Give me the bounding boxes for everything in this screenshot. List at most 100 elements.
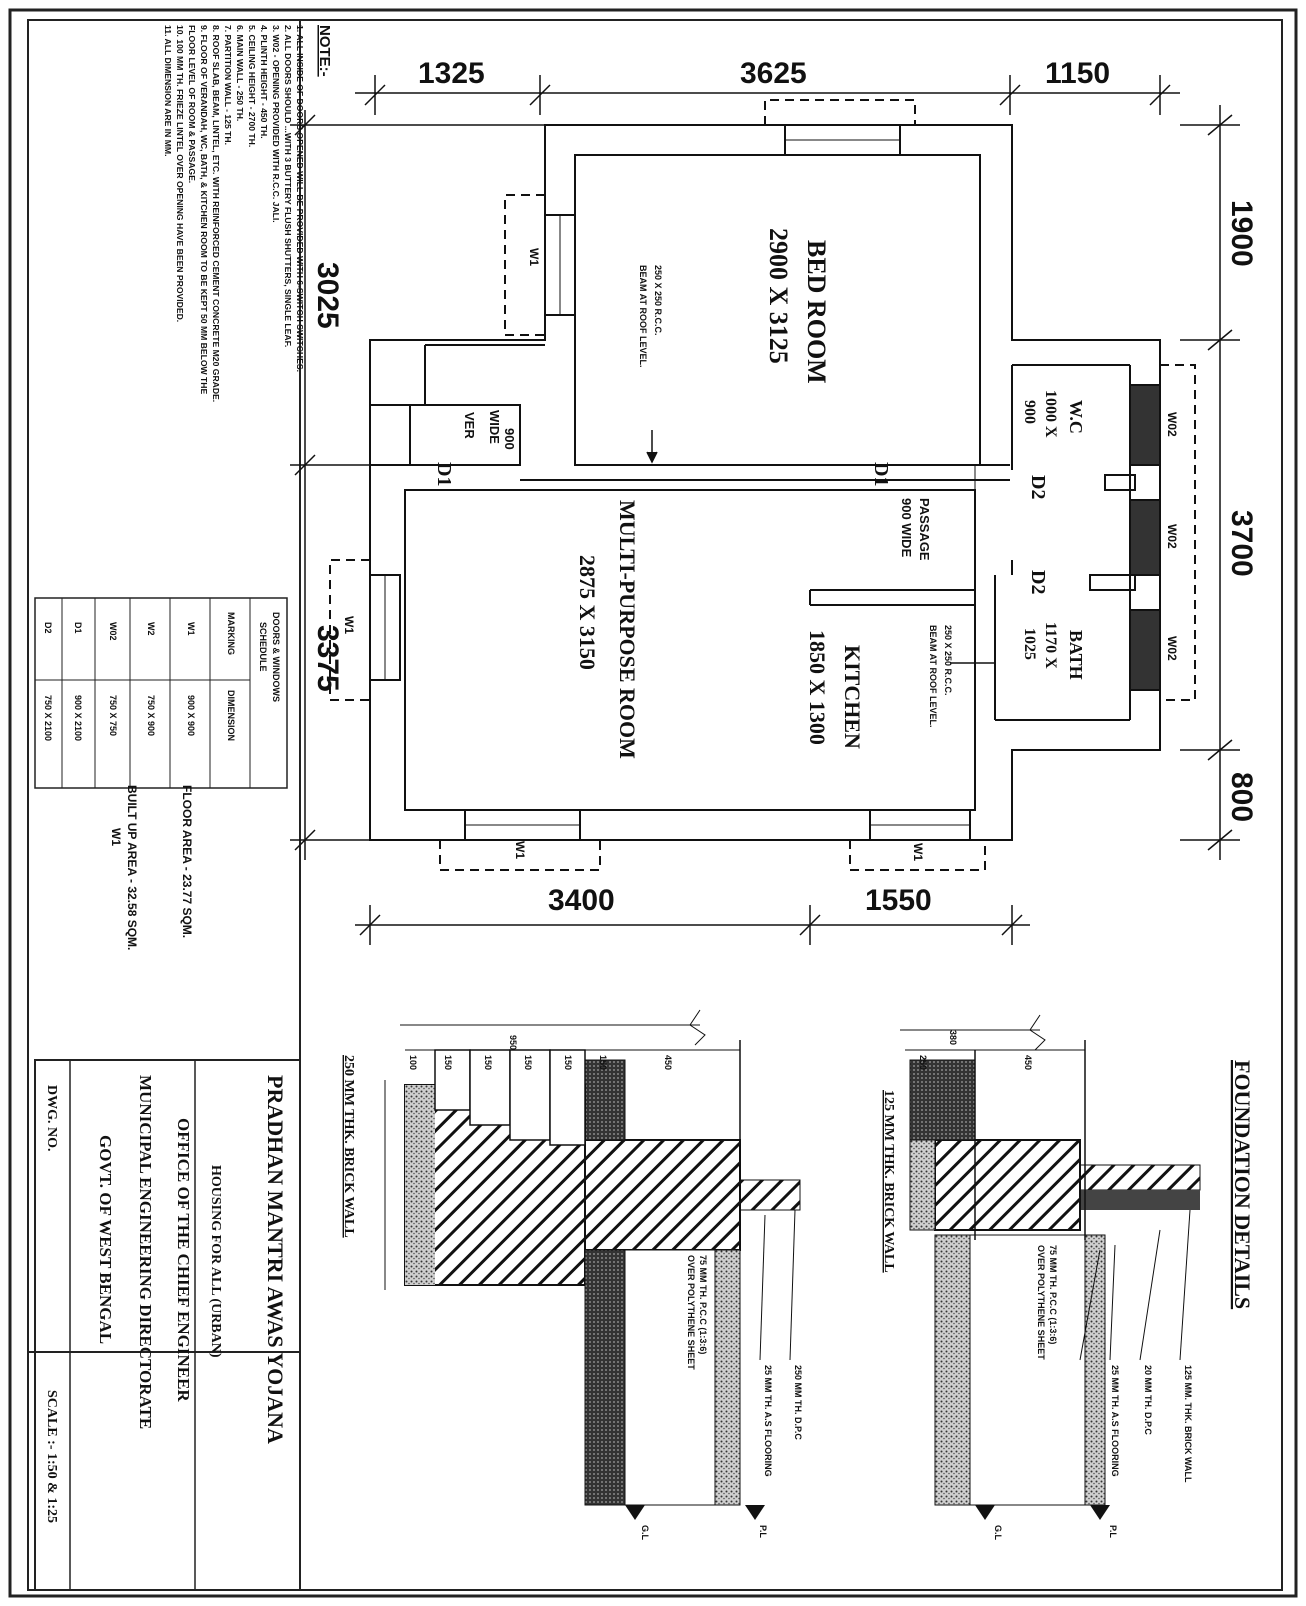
beam-arrows bbox=[646, 430, 995, 664]
title-block: PRADHAN MANTRI AWAS YOJANA HOUSING FOR A… bbox=[34, 1059, 301, 1591]
w250-step-3: 150 bbox=[483, 1055, 493, 1070]
schedule-row-4-dim: 900 X 2100 bbox=[73, 695, 83, 741]
floor-area: FLOOR AREA - 23.77 SQM. bbox=[180, 785, 194, 938]
scale-label: SCALE :- 1:50 & 1:25 bbox=[44, 1390, 59, 1523]
dim-top-2: 3625 bbox=[740, 57, 807, 90]
label-w1-mp: W1 bbox=[342, 616, 356, 634]
passage-width: 900 WIDE bbox=[899, 498, 914, 558]
plan-inner-wall-mp bbox=[404, 489, 976, 811]
label-d2-wc: D2 bbox=[1027, 475, 1049, 499]
note-7: 7. PARTITION WALL - 125 TH. bbox=[223, 25, 233, 145]
note-1: 1. ALL INSIDE OF DOORS OPENED WILL BE PR… bbox=[295, 25, 305, 372]
opening-labels: W1 W1 W1 W02 W02 W02 bbox=[109, 248, 1179, 846]
notes-heading: NOTE:- bbox=[316, 25, 333, 77]
schedule-row-3-dim: 750 X 750 bbox=[108, 695, 118, 736]
verandah-label-b: VER bbox=[462, 412, 477, 439]
schedule-title-1: DOORS & WINDOWS bbox=[271, 612, 281, 702]
w250-step-2: 150 bbox=[443, 1055, 453, 1070]
bath-size-b: 1025 bbox=[1021, 628, 1038, 660]
area-notes: FLOOR AREA - 23.77 SQM. BUILT UP AREA - … bbox=[125, 785, 194, 950]
mp-room-name: MULTI-PURPOSE ROOM bbox=[615, 500, 640, 759]
w250-pl: P.L bbox=[758, 1525, 768, 1538]
dim-bottom-2: 1550 bbox=[865, 884, 932, 917]
title-directorate: MUNICIPAL ENGINEERING DIRECTORATE bbox=[136, 1075, 155, 1429]
w250-width: 950 bbox=[508, 1035, 518, 1050]
bath-name: BATH bbox=[1066, 630, 1086, 680]
label-d2-bath: D2 bbox=[1027, 570, 1049, 594]
note-9: 9. FLOOR OF VERANDAH, WC, BATH, & KITCHE… bbox=[199, 25, 209, 394]
schedule-row-3-mark: W02 bbox=[108, 622, 118, 641]
note-10: FLOOR LEVEL OF ROOM & PASSAGE. bbox=[187, 25, 197, 183]
w250-step-5: 150 bbox=[563, 1055, 573, 1070]
beam-note-bed-2: BEAM AT ROOF LEVEL. bbox=[638, 265, 648, 368]
dim-left-2: 3375 bbox=[311, 625, 344, 692]
window-frames bbox=[369, 124, 1161, 841]
dim-top-1: 1325 bbox=[418, 57, 485, 90]
w250-label-1: 250 MM TH. D.P.C bbox=[793, 1365, 803, 1440]
w125-width: 380 bbox=[948, 1030, 958, 1045]
w125-label-4: 75 MM TH. P.C.C (1:3:6) bbox=[1048, 1245, 1058, 1344]
dimension-lines bbox=[290, 75, 1240, 945]
wc-name: W.C bbox=[1066, 400, 1086, 434]
dimension-texts: 1325 3625 1150 3400 1550 1900 3700 800 3… bbox=[311, 57, 1258, 917]
schedule-row-5-dim: 750 X 2100 bbox=[43, 695, 53, 741]
title-govt: GOVT. OF WEST BENGAL bbox=[96, 1135, 115, 1344]
wc-size-a: 1000 X bbox=[1042, 390, 1059, 438]
door-labels: D1 D1 D2 D2 bbox=[433, 462, 1049, 594]
note-11: 10. 100 MM TH. FRIEZE LINTEL OVER OPENIN… bbox=[175, 25, 185, 322]
outer-border bbox=[8, 8, 1298, 1598]
verandah-width: 900 bbox=[502, 428, 517, 450]
label-w1-bottom-right: W1 bbox=[911, 843, 925, 861]
schedule-header-marking: MARKING bbox=[226, 612, 236, 655]
verandah-label-a: WIDE bbox=[487, 410, 502, 444]
label-d1-passage: D1 bbox=[870, 462, 892, 486]
schedule-row-5-mark: D2 bbox=[43, 622, 53, 634]
kitchen-size: 1850 X 1300 bbox=[805, 630, 830, 745]
dim-top-3: 1150 bbox=[1045, 57, 1110, 90]
w125-sub-1: 250 bbox=[918, 1055, 928, 1070]
wc-size-b: 900 bbox=[1021, 400, 1038, 424]
beam-note-bed-1: 250 X 250 R.C.C. bbox=[653, 265, 663, 336]
title-scheme: PRADHAN MANTRI AWAS YOJANA bbox=[263, 1075, 288, 1444]
w250-label-2: 25 MM TH. A.S FLOORING bbox=[763, 1365, 773, 1477]
beam-note-kit-2: BEAM AT ROOF LEVEL. bbox=[928, 625, 938, 728]
label-w02-2: W02 bbox=[1165, 524, 1179, 549]
title-subtitle: HOUSING FOR ALL (URBAN) bbox=[208, 1165, 223, 1358]
note-8: 8. ROOF SLAB, BEAM, LINTEL, ETC. WITH RE… bbox=[211, 25, 221, 402]
dim-bottom-1: 3400 bbox=[548, 884, 615, 917]
label-w1-left: W1 bbox=[527, 248, 541, 266]
w250-gl: G.L bbox=[640, 1525, 650, 1541]
w125-label-3: 25 MM TH. A.S FLOORING bbox=[1110, 1365, 1120, 1477]
label-w1-top: W1 bbox=[109, 828, 123, 846]
w125-pl: P.L bbox=[1108, 1525, 1118, 1538]
inner-border bbox=[27, 19, 1283, 1591]
dim-right-2: 3700 bbox=[1225, 510, 1258, 577]
w250-label-3: 75 MM TH. P.C.C (1:3:6) bbox=[698, 1255, 708, 1354]
label-w02-1: W02 bbox=[1165, 412, 1179, 437]
w250-step-6: 150 bbox=[598, 1055, 608, 1070]
section-125-wall: 380 450 250 125 MM. THK. BRICK WALL 20 M… bbox=[881, 1014, 1201, 1541]
notes-block: NOTE:- 1. ALL INSIDE OF DOORS OPENED WIL… bbox=[163, 25, 333, 402]
schedule-row-2-mark: W2 bbox=[146, 622, 156, 636]
w250-label-4: OVER POLYTHENE SHEET bbox=[686, 1255, 696, 1370]
dim-right-1: 1900 bbox=[1225, 200, 1258, 267]
note-2: 2. ALL DOORS SHOULD ...WITH 3 BUTTERY FL… bbox=[283, 25, 293, 347]
w250-step-1: 100 bbox=[408, 1055, 418, 1070]
label-d1-ver: D1 bbox=[433, 462, 455, 486]
schedule-table: DOORS & WINDOWS SCHEDULE MARKING DIMENSI… bbox=[34, 597, 288, 789]
schedule-row-2-dim: 750 X 900 bbox=[146, 695, 156, 736]
w125-label-5: OVER POLYTHENE SHEET bbox=[1036, 1245, 1046, 1360]
beam-note-kit-1: 250 X 250 R.C.C. bbox=[943, 625, 953, 696]
note-6: 6. MAIN WALL - 250 TH. bbox=[235, 25, 245, 121]
w125-label-1: 125 MM. THK. BRICK WALL bbox=[1183, 1365, 1193, 1483]
dim-left-1: 3025 bbox=[311, 262, 344, 329]
dwg-no-label: DWG. NO. bbox=[44, 1085, 59, 1152]
passage-name: PASSAGE bbox=[917, 498, 932, 561]
bath-size-a: 1170 X bbox=[1042, 622, 1059, 669]
built-up-area: BUILT UP AREA - 32.58 SQM. bbox=[125, 785, 139, 950]
label-w02-3: W02 bbox=[1165, 636, 1179, 661]
bedroom-size: 2900 X 3125 bbox=[764, 228, 793, 364]
section-250-wall: 950 450 100 150 150 150 150 150 250 MM T… bbox=[341, 1009, 803, 1541]
dim-right-3: 800 bbox=[1225, 772, 1258, 822]
